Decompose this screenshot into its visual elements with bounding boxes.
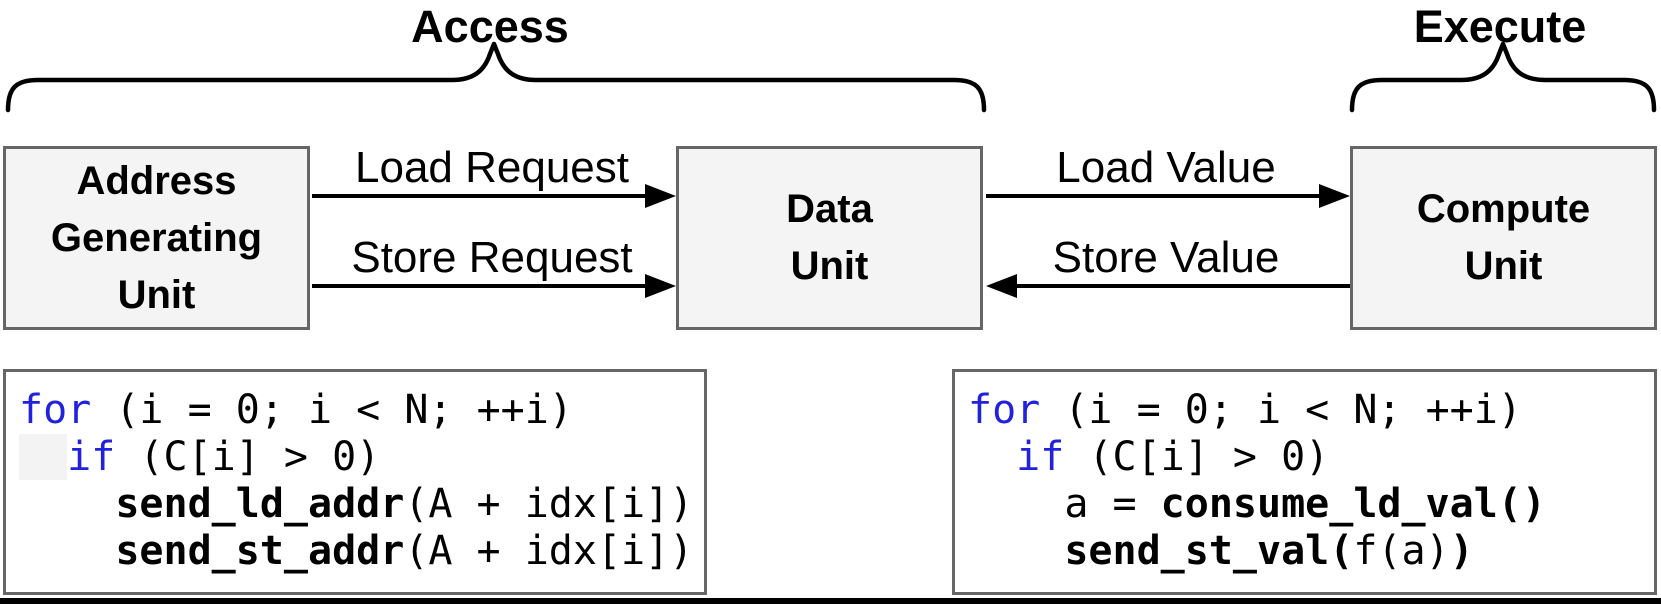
code-text: (C[i] > 0) (115, 434, 381, 480)
load-request-arrowhead (645, 184, 676, 208)
code-keyword: for (19, 387, 92, 433)
load-request-label: Load Request (355, 143, 629, 192)
code-line: for (i = 0; i < N; ++i) (968, 387, 1654, 434)
execute-group-title: Execute (1413, 1, 1587, 52)
unit-label-line: Unit (117, 272, 196, 317)
code-text (19, 481, 115, 527)
code-line: send_st_addr(A + idx[i]) (19, 528, 704, 575)
code-line: if (C[i] > 0) (968, 434, 1654, 481)
code-function: ) (1449, 528, 1474, 574)
address-generating-unit-box: Address Generating Unit (3, 146, 310, 330)
access-brace (5, 41, 987, 113)
code-function: consume_ld_val() (1160, 481, 1546, 527)
store-request-arrowhead (645, 274, 676, 298)
code-line: send_ld_addr(A + idx[i]) (19, 481, 704, 528)
code-text: (A + idx[i]) (404, 528, 694, 574)
code-line: send_st_val(f(a)) (968, 528, 1654, 575)
code-line: for (i = 0; i < N; ++i) (19, 387, 704, 434)
store-value-label: Store Value (1052, 233, 1280, 282)
code-keyword: if (67, 434, 116, 480)
code-text: (i = 0; i < N; ++i) (1040, 387, 1522, 433)
code-line: if (C[i] > 0) (19, 434, 704, 481)
code-text (19, 434, 68, 480)
bottom-rule (0, 598, 1661, 604)
store-value-arrowhead (986, 274, 1017, 298)
code-text: (C[i] > 0) (1064, 434, 1330, 480)
code-keyword: if (1016, 434, 1065, 480)
store-request-label: Store Request (351, 233, 633, 282)
code-keyword: for (968, 387, 1041, 433)
code-function: send_ld_addr (115, 481, 405, 527)
execute-brace (1349, 41, 1657, 113)
unit-label-line: Data (786, 187, 873, 231)
unit-label-line: Unit (790, 244, 869, 288)
unit-label-line: Address (76, 158, 237, 203)
code-function: send_st_addr (115, 528, 405, 574)
compute-unit-box: Compute Unit (1350, 146, 1657, 330)
access-group-title: Access (411, 1, 569, 52)
unit-label-line: Compute (1416, 187, 1591, 231)
code-line: a = consume_ld_val() (968, 481, 1654, 528)
load-value-label: Load Value (1056, 143, 1276, 192)
code-text: (i = 0; i < N; ++i) (91, 387, 573, 433)
code-text (968, 528, 1064, 574)
code-text (19, 528, 115, 574)
code-text: f(a) (1353, 528, 1450, 574)
execute-code-box: for (i = 0; i < N; ++i) if (C[i] > 0) a … (952, 369, 1657, 595)
unit-label-line: Generating (50, 215, 263, 260)
code-text: (A + idx[i]) (404, 481, 694, 527)
code-function: send_st_val( (1064, 528, 1354, 574)
access-code-box: for (i = 0; i < N; ++i) if (C[i] > 0) se… (3, 369, 707, 595)
load-value-arrowhead (1319, 184, 1350, 208)
data-unit-box: Data Unit (676, 146, 983, 330)
code-text (968, 434, 1016, 480)
unit-label-line: Unit (1464, 244, 1543, 288)
code-text: a = (968, 481, 1161, 527)
